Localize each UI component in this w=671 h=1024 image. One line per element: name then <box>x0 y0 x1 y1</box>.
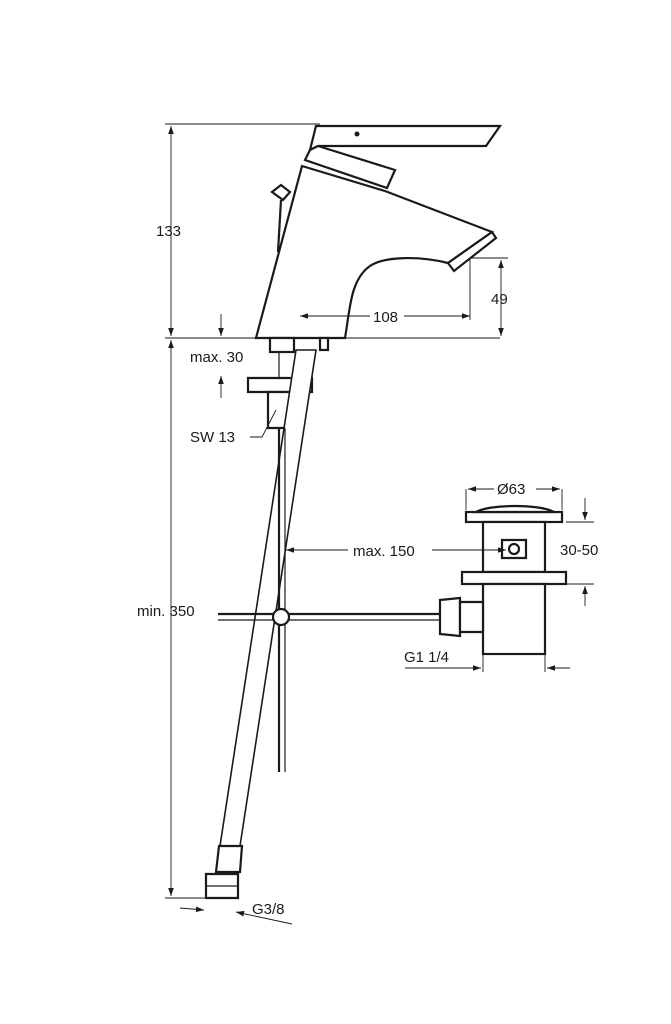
popup-rod <box>276 199 283 253</box>
label-waste-diameter: Ø63 <box>497 481 525 498</box>
label-max-distance: max. 150 <box>353 543 415 560</box>
braided-hose <box>204 349 317 900</box>
mounting-stem <box>268 336 296 354</box>
label-spout-reach: 108 <box>373 309 398 326</box>
label-min-hose: min. 350 <box>137 603 195 620</box>
waste-tail <box>481 582 547 656</box>
faucet-body <box>254 164 495 340</box>
waste-side-nut <box>438 596 462 638</box>
label-wrench-size: SW 13 <box>190 429 235 446</box>
label-max-thickness: max. 30 <box>190 349 243 366</box>
label-spout-height: 49 <box>491 291 508 308</box>
aerator <box>446 230 498 273</box>
lever-handle <box>308 124 503 153</box>
label-height-total: 133 <box>156 223 181 240</box>
waste-flange <box>464 510 564 524</box>
label-hose-thread: G3/8 <box>252 901 285 918</box>
hose-ferrule <box>214 844 244 874</box>
popup-knob <box>270 183 292 202</box>
label-waste-range: 30-50 <box>560 542 598 559</box>
stem-ring <box>318 336 330 352</box>
popup-linkage <box>218 428 445 772</box>
waste-fitting <box>438 504 568 656</box>
lever-dot <box>354 131 360 137</box>
label-waste-thread: G1 1/4 <box>404 649 449 666</box>
waste-nut <box>460 570 568 586</box>
linkage-clip <box>271 607 291 627</box>
faucet <box>246 124 503 430</box>
dimensions <box>165 123 594 925</box>
lever-neck <box>303 144 397 190</box>
